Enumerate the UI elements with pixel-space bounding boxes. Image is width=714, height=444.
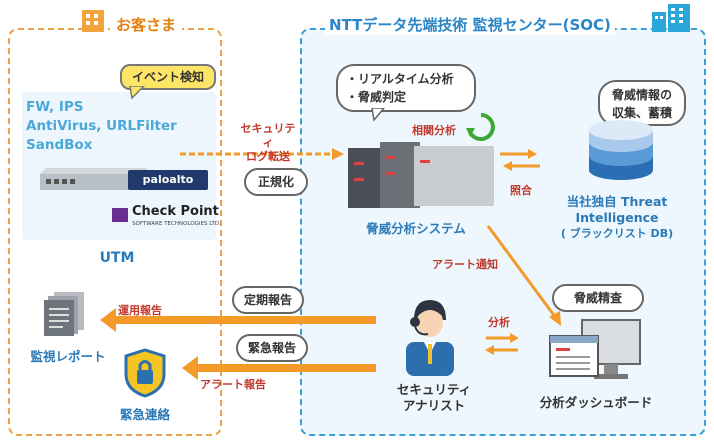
- analysis-arrow-label: 分析: [488, 316, 510, 329]
- analysis-bubble: ・リアルタイム分析 ・脅威判定: [336, 64, 476, 112]
- utm-feature-3: SandBox: [26, 137, 93, 153]
- threat-info-line-2: 収集、蓄積: [611, 106, 672, 120]
- emergency-contact-label: 緊急連絡: [119, 407, 170, 422]
- checkpoint-logo-sub: SOFTWARE TECHNOLOGIES LTD.: [132, 221, 221, 227]
- log-transfer-label-2: ログ転送: [246, 150, 290, 163]
- report-document-icon: [44, 292, 84, 336]
- alert-report-label: アラート報告: [200, 378, 266, 391]
- bubble-tail: [129, 86, 146, 100]
- threat-scrutiny-bubble: 脅威精査: [552, 284, 644, 312]
- database-icon: [589, 120, 653, 180]
- utm-appliance-icon: [40, 168, 152, 190]
- analysis-item-1: ・リアルタイム分析: [346, 72, 454, 86]
- analyst-icon: [406, 300, 454, 376]
- log-transfer-label: セキュリティ ログ転送: [238, 122, 298, 164]
- analyst-line-2: アナリスト: [402, 398, 466, 413]
- threat-info-line-1: 脅威情報の: [611, 88, 672, 102]
- regular-report-bubble: 定期報告: [232, 286, 304, 314]
- utm-feature-2: AntiVirus, URLFilter: [26, 118, 177, 134]
- building-icon-soc: [652, 4, 690, 32]
- building-icon-customer: [82, 10, 104, 32]
- analyst-line-1: セキュリティ: [396, 382, 472, 397]
- lock-shield-icon: [124, 348, 166, 398]
- utm-label: UTM: [99, 250, 135, 266]
- server-rack-icon: [348, 142, 494, 208]
- paloalto-logo: paloalto: [128, 170, 208, 190]
- dashboard-label: 分析ダッシュボード: [539, 395, 653, 410]
- checkpoint-logo-mark: [112, 208, 128, 222]
- alert-notify-label: アラート通知: [432, 258, 498, 271]
- operation-report-label: 運用報告: [118, 304, 162, 317]
- soc-title: NTTデータ先端技術 監視センター(SOC): [325, 14, 615, 35]
- monitoring-report-label: 監視レポート: [30, 349, 106, 364]
- dashboard-icon: [549, 319, 641, 379]
- threat-intel-line-2: Intelligence: [575, 210, 659, 225]
- threat-intel-label: 当社独自 Threat Intelligence ( ブラックリスト DB): [542, 194, 692, 242]
- threat-intel-line-1: 当社独自 Threat: [566, 194, 668, 209]
- emergency-report-bubble: 緊急報告: [236, 334, 308, 362]
- refresh-cycle-icon: [466, 113, 495, 141]
- log-transfer-label-1: セキュリティ: [240, 122, 296, 149]
- normalize-bubble: 正規化: [244, 168, 308, 196]
- threat-intel-line-3: ( ブラックリスト DB): [560, 227, 674, 240]
- checkpoint-logo: Check Point: [132, 204, 219, 219]
- analysis-item-2: ・脅威判定: [346, 90, 407, 104]
- correlation-label: 相関分析: [412, 124, 456, 137]
- analyst-label: セキュリティ アナリスト: [394, 382, 474, 414]
- customer-title: お客さま: [110, 14, 183, 35]
- analysis-bubble-tail: [371, 108, 385, 122]
- analysis-system-label: 脅威分析システム: [366, 221, 466, 236]
- utm-feature-1: FW, IPS: [26, 99, 84, 115]
- match-label: 照合: [510, 184, 532, 197]
- threat-info-bubble: 脅威情報の 収集、蓄積: [598, 80, 686, 126]
